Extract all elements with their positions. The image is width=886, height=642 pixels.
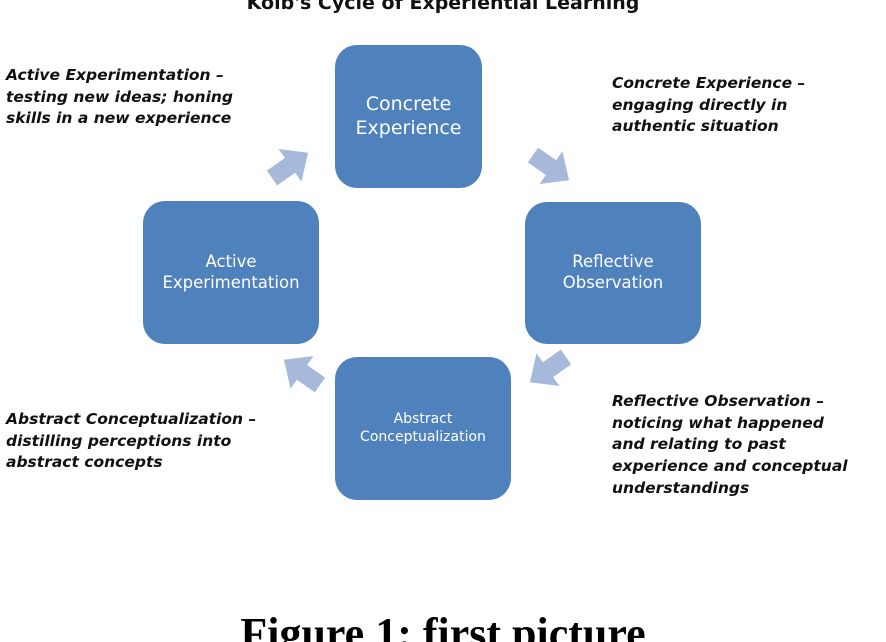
arrow-abstract-to-active [283,355,326,393]
arrow-active-to-concrete [266,148,309,186]
stage-active-experimentation: Active Experimentation [143,201,319,344]
arrow-concrete-to-reflective [527,147,570,185]
note-concrete-experience: Concrete Experience – engaging directly … [612,74,806,136]
stage-concrete-experience: Concrete Experience [335,45,482,188]
stage-reflective-observation: Reflective Observation [525,202,701,344]
diagram-title: Kolb's Cycle of Experiential Learning [246,0,640,14]
note-active-experimentation: Active Experimentation – testing new ide… [6,66,234,128]
note-reflective-observation: Reflective Observation – noticing what h… [612,392,848,497]
note-abstract-conceptualization: Abstract Conceptualization – distilling … [6,410,257,472]
stage-abstract-conceptualization: Abstract Conceptualization [335,357,511,500]
figure-caption: Figure 1: first picture [240,609,646,642]
arrow-reflective-to-abstract [529,349,572,387]
